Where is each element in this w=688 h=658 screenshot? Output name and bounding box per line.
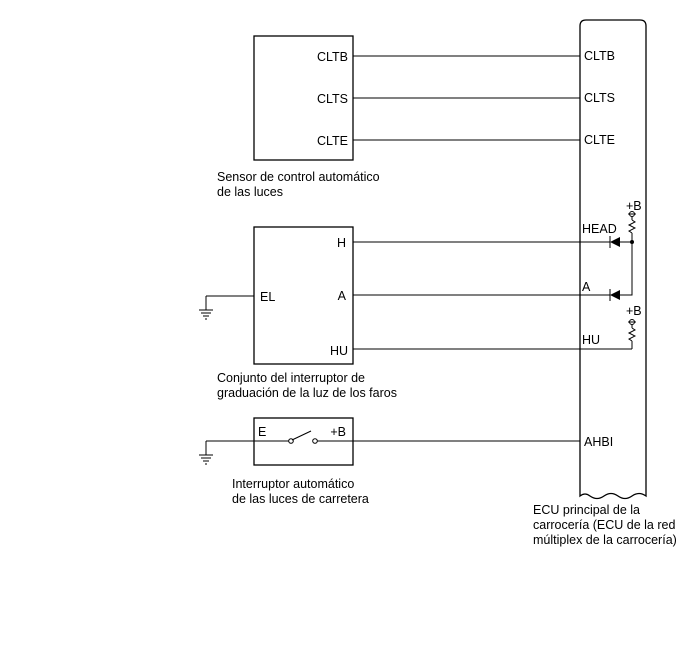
dimmer-pin-hu: HU: [330, 344, 348, 358]
sensor-pin-cltb: CLTB: [317, 50, 348, 64]
dimmer-caption-line-2: graduación de la luz de los faros: [217, 386, 397, 400]
pullup-resistor-hu: [627, 319, 637, 349]
switch-contact-symbol: [254, 430, 353, 444]
diode-a: [609, 289, 620, 301]
ground-symbol-e: [199, 440, 254, 465]
ground-symbol-el: [199, 295, 254, 320]
supply-label-hu: +B: [626, 304, 642, 318]
ecu-outline: [579, 19, 647, 500]
dimmer-switch-caption: Conjunto del interruptor de graduación d…: [217, 371, 397, 401]
supply-label-head: +B: [626, 199, 642, 213]
ecu-caption: ECU principal de la carrocería (ECU de l…: [533, 503, 677, 548]
ecu-pin-ahbi: AHBI: [584, 435, 613, 449]
sensor-caption: Sensor de control automático de las luce…: [217, 170, 380, 200]
high-beam-pin-b: +B: [330, 425, 346, 439]
ecu-caption-line-2: carrocería (ECU de la red: [533, 518, 676, 532]
dimmer-pin-a: A: [338, 289, 347, 303]
high-beam-pin-e: E: [258, 425, 266, 439]
sensor-caption-line-2: de las luces: [217, 185, 284, 199]
ecu-pin-clte: CLTE: [584, 133, 615, 147]
ecu-pin-head: HEAD: [582, 222, 617, 236]
sensor-caption-line-1: Sensor de control automático: [217, 170, 380, 184]
sensor-box: [253, 35, 354, 161]
sensor-pin-clts: CLTS: [317, 92, 348, 106]
dimmer-pin-h: H: [337, 236, 346, 250]
ecu-caption-line-1: ECU principal de la: [533, 503, 640, 517]
sensor-pin-clte: CLTE: [317, 134, 348, 148]
high-beam-switch-caption: Interruptor automático de las luces de c…: [232, 477, 369, 507]
ecu-pin-clts: CLTS: [584, 91, 615, 105]
high-beam-caption-line-1: Interruptor automático: [232, 477, 355, 491]
ecu-pin-hu: HU: [582, 333, 600, 347]
ecu-pin-a: A: [582, 280, 591, 294]
high-beam-caption-line-2: de las luces de carretera: [232, 492, 369, 506]
ecu-pin-cltb: CLTB: [584, 49, 615, 63]
wire-a-internal: [620, 242, 633, 296]
diode-head: [609, 236, 620, 248]
dimmer-pin-el: EL: [260, 290, 275, 304]
dimmer-caption-line-1: Conjunto del interruptor de: [217, 371, 366, 385]
ecu-caption-line-3: múltiplex de la carrocería): [533, 533, 677, 547]
pullup-resistor-head: [627, 211, 637, 242]
